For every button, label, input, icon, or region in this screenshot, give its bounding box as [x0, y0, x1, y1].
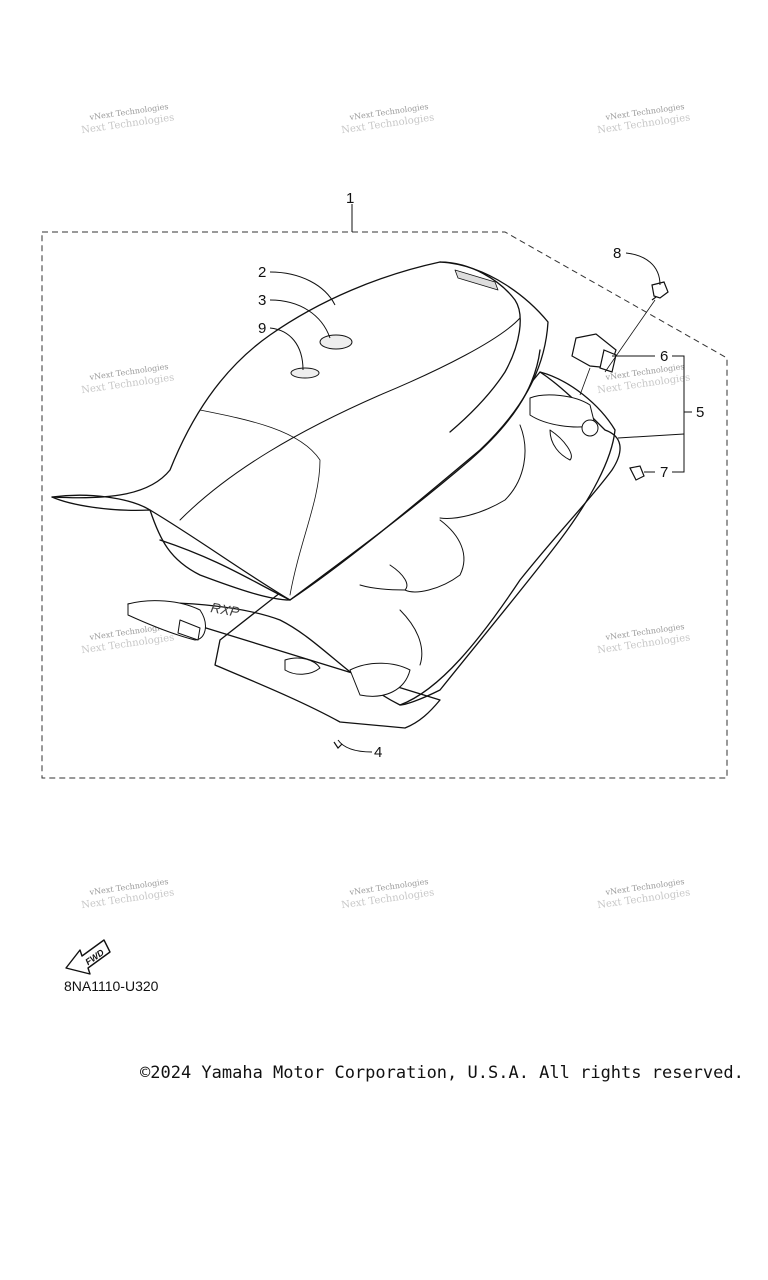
tray-rib — [439, 424, 526, 519]
watermark: vNext Technologies Next Technologies — [81, 362, 175, 396]
seat-front-lip — [51, 496, 291, 601]
callout-9: 9 — [258, 320, 266, 337]
latch-hole — [581, 419, 599, 437]
fwd-arrow-icon — [65, 939, 111, 975]
seat-contour-line — [199, 409, 321, 596]
leader-lines — [269, 204, 692, 753]
assembly-boundary — [41, 231, 728, 779]
callout-5: 5 — [696, 404, 704, 421]
watermark: vNext Technologies Next Technologies — [597, 877, 691, 911]
callout-6: 6 — [660, 348, 668, 365]
tray-rib — [399, 609, 423, 666]
watermark: vNext Technologies Next Technologies — [341, 877, 435, 911]
fwd-arrow: FWD — [65, 939, 111, 975]
callout-3: 3 — [258, 292, 266, 309]
callout-4: 4 — [374, 744, 382, 761]
seat-tray-panel — [399, 371, 616, 706]
seat-rxp-marking: RXP — [209, 599, 241, 620]
leader-3 — [269, 299, 331, 339]
bolt-part-8 — [651, 281, 669, 299]
watermark: vNext Technologies Next Technologies — [81, 102, 175, 136]
leader-8 — [625, 252, 661, 286]
tray-rib — [549, 429, 572, 461]
bracket-5 — [672, 355, 685, 473]
watermark: vNext Technologies Next Technologies — [597, 622, 691, 656]
callouts: 1 2 3 9 8 6 5 7 4 — [258, 190, 704, 761]
leader-4 — [337, 739, 373, 753]
watermark: vNext Technologies Next Technologies — [341, 102, 435, 136]
watermark: vNext Technologies Next Technologies — [597, 102, 691, 136]
label-patch-9 — [290, 367, 320, 379]
bolt-part-8-shank — [651, 296, 657, 301]
tray-pocket — [349, 662, 411, 697]
seat-side-seam — [159, 349, 541, 601]
callout-7: 7 — [660, 464, 668, 481]
tray-pocket — [284, 657, 321, 675]
seat-rear-cap — [439, 261, 521, 433]
callout-1: 1 — [346, 190, 354, 207]
seat-illustration: RXP — [51, 261, 621, 729]
tray-rib — [404, 519, 465, 593]
front-grab-handle-rib — [177, 619, 201, 641]
leader-8-ext — [604, 299, 656, 373]
copyright-notice: ©2024 Yamaha Motor Corporation, U.S.A. A… — [140, 1063, 744, 1083]
leader-2 — [269, 271, 336, 306]
seat-emblem — [454, 269, 499, 291]
leader-5-ext — [617, 433, 685, 439]
seat-base — [127, 371, 621, 729]
tray-rib — [359, 564, 408, 591]
seat-cushion — [51, 261, 549, 601]
label-patch-3 — [319, 334, 353, 350]
seat-contour-line — [179, 317, 521, 521]
part-code: 8NA1110-U320 — [64, 978, 159, 994]
callout-2: 2 — [258, 264, 266, 281]
callout-8: 8 — [613, 245, 621, 262]
leader-6-ext — [579, 367, 591, 396]
watermark: vNext Technologies Next Technologies — [81, 877, 175, 911]
clip-part-7 — [629, 465, 645, 481]
clip-part-4 — [333, 741, 343, 749]
leader-9 — [269, 327, 304, 371]
